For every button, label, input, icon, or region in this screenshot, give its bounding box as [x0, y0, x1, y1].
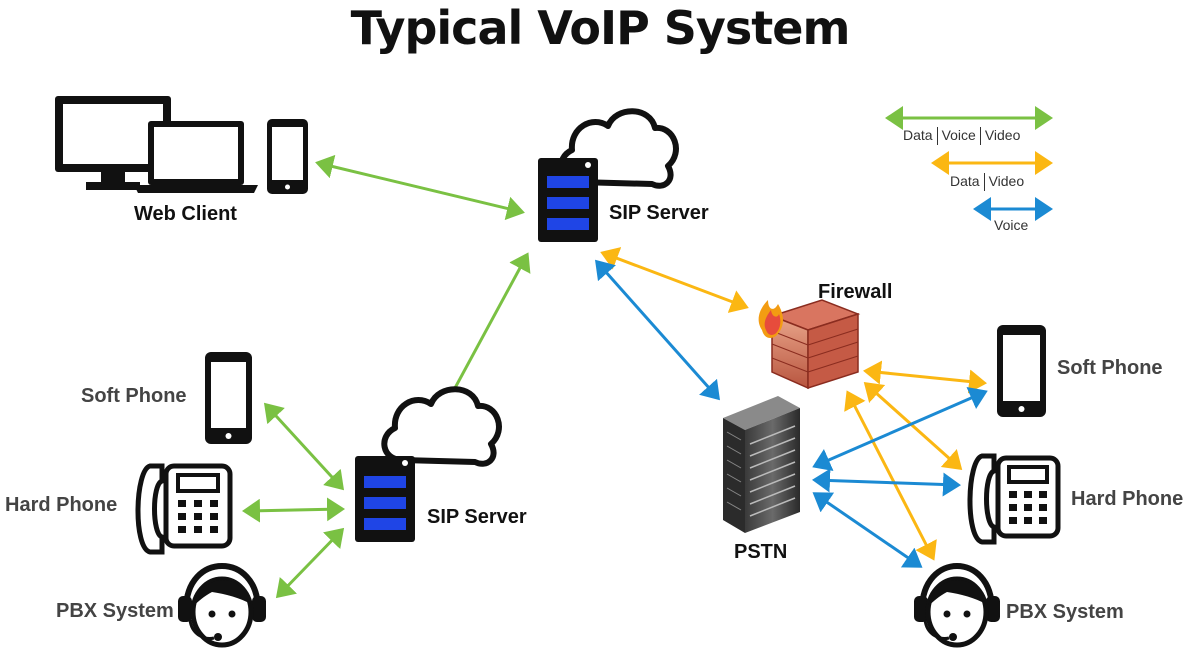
- right-pbx-label: PBX System: [1006, 601, 1124, 623]
- legend-voice: Voice: [994, 217, 1028, 233]
- right-pbx-icon: [914, 562, 1000, 648]
- left-hard-phone-label: Hard Phone: [5, 494, 118, 516]
- pstn-label: PSTN: [734, 541, 788, 563]
- legend-part: Voice: [941, 127, 976, 143]
- pstn-icon: [723, 396, 800, 533]
- arrow-pbx-sip: [275, 527, 345, 599]
- page-title: Typical VoIP System: [350, 1, 851, 55]
- right-hard-phone-icon: [967, 453, 1061, 545]
- legend-part: Voice: [994, 217, 1029, 233]
- legend-separator: [983, 173, 985, 192]
- right-soft-phone-icon: [997, 325, 1046, 417]
- arrow-softphone-sip: [263, 402, 345, 491]
- legend-data-video: Data Video: [950, 173, 1025, 192]
- arrow-webclient-sip: [315, 154, 525, 221]
- firewall-label: Firewall: [818, 281, 893, 303]
- right-hard-phone-label: Hard Phone: [1071, 488, 1184, 510]
- legend-separator: [936, 127, 938, 146]
- web-client-label: Web Client: [134, 203, 237, 225]
- legend-separator: [979, 127, 981, 146]
- arrow-firewall-pbx: [844, 390, 937, 561]
- arrow-sip-firewall: [600, 247, 749, 313]
- left-hard-phone-icon: [135, 463, 233, 555]
- left-soft-phone-icon: [205, 352, 252, 444]
- sip-server-bottom-icon: [355, 386, 502, 542]
- firewall-icon: [758, 299, 861, 390]
- legend-part: Data: [950, 173, 980, 189]
- arrow-pstn-softphone: [812, 386, 988, 472]
- sip-server-top-icon: [538, 108, 679, 242]
- sip-server-top-label: SIP Server: [609, 202, 709, 224]
- web-client-icon: [55, 96, 308, 194]
- sip-server-bottom-label: SIP Server: [427, 506, 527, 528]
- left-pbx-icon: [178, 562, 266, 648]
- left-pbx-label: PBX System: [56, 600, 174, 622]
- left-soft-phone-label: Soft Phone: [81, 385, 187, 407]
- arrow-hardphone-sip: [242, 497, 345, 523]
- arrow-sip-pstn: [595, 259, 720, 401]
- legend-part: Video: [984, 127, 1021, 143]
- right-soft-phone-label: Soft Phone: [1057, 357, 1163, 379]
- arrow-pstn-pbx: [812, 492, 923, 568]
- legend-part: Video: [988, 173, 1025, 189]
- arrow-sip-sip: [438, 252, 531, 415]
- legend-data-voice-video: Data Voice Video: [903, 127, 1021, 146]
- legend-part: Data: [903, 127, 933, 143]
- arrow-firewall-softphone: [863, 360, 987, 394]
- arrow-pstn-hardphone: [812, 468, 961, 497]
